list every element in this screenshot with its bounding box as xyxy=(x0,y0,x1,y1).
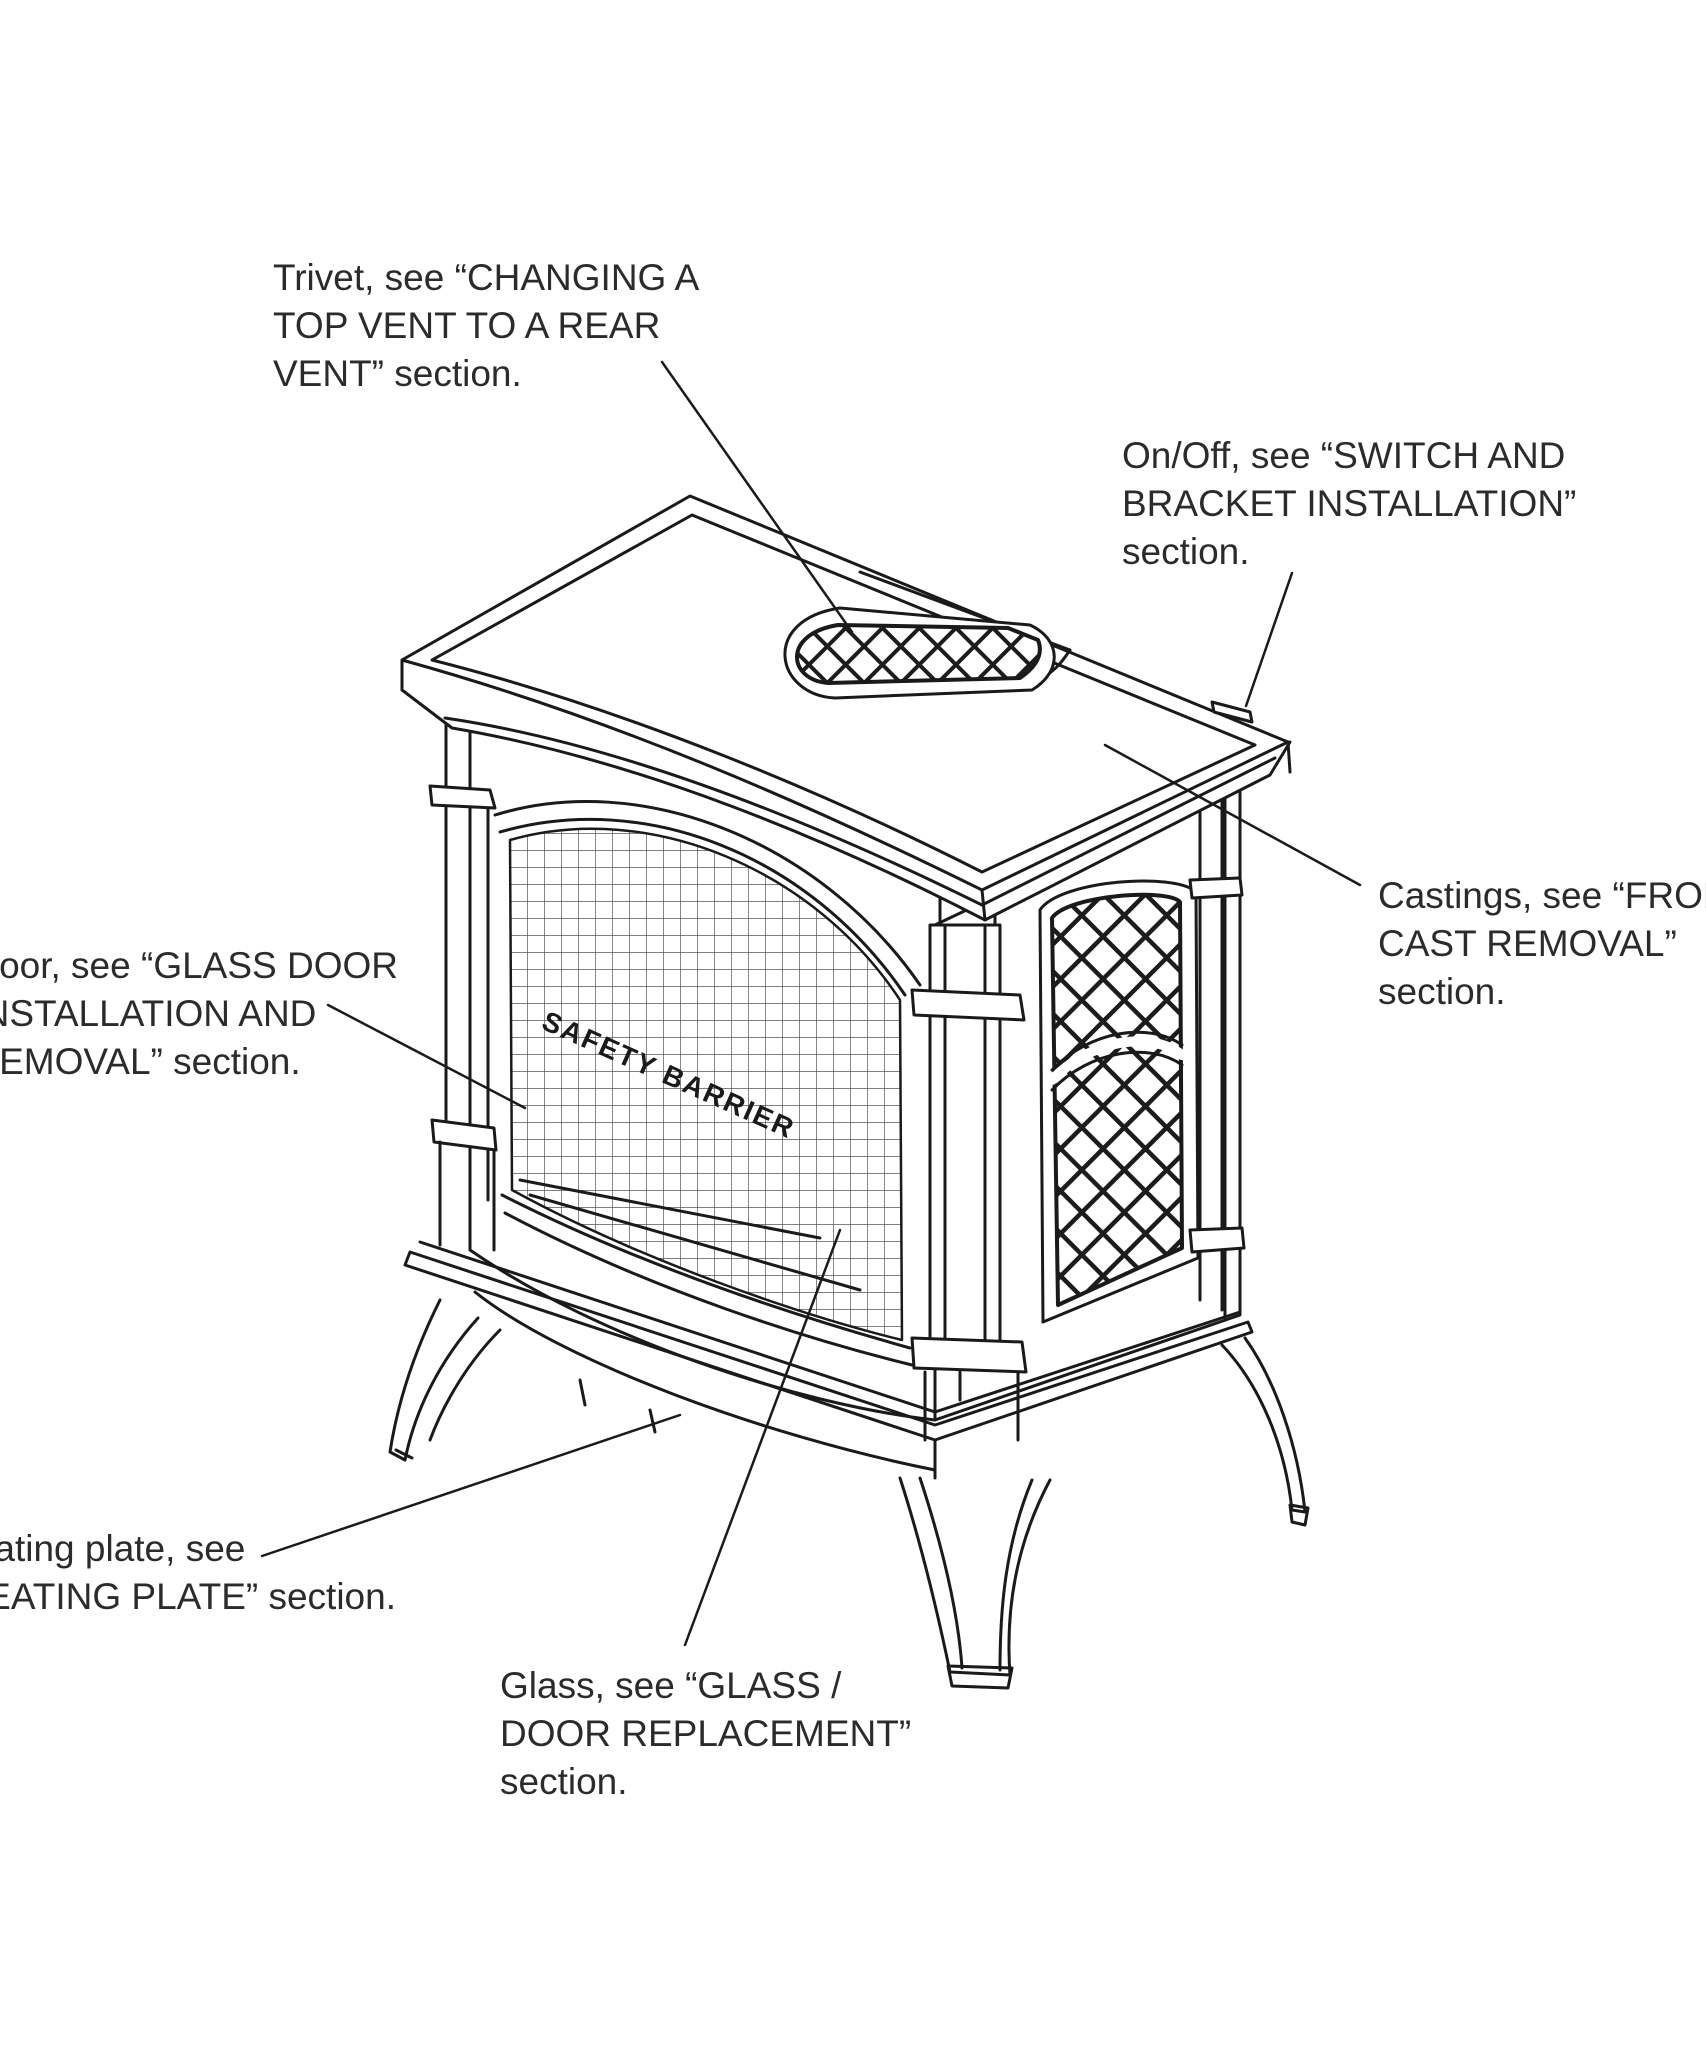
callout-onoff-line-1: On/Off, see “SWITCH AND xyxy=(1122,435,1566,476)
side-lattice-window xyxy=(1038,879,1200,1324)
callout-castings-line-3: section. xyxy=(1378,971,1506,1012)
top-trivet-grate xyxy=(783,606,1056,700)
callout-castings-line-1: Castings, see “FRONT xyxy=(1378,875,1706,916)
leader-line-door xyxy=(326,1003,527,1110)
callout-heating-plate-line-2: “HEATING PLATE” section. xyxy=(0,1576,396,1617)
stove-leg-front-left xyxy=(388,1298,502,1462)
callout-onoff-line-2: BRACKET INSTALLATION” xyxy=(1122,483,1577,524)
leader-line-glass xyxy=(683,1228,842,1647)
callout-onoff-line-3: section. xyxy=(1122,531,1250,572)
callout-heating-plate-line-1: Heating plate, see xyxy=(0,1528,246,1569)
callout-onoff: On/Off, see “SWITCH AND BRACKET INSTALLA… xyxy=(1122,432,1576,576)
leader-line-plate xyxy=(260,1413,682,1558)
stove-column-right xyxy=(910,878,1028,1442)
callout-heating-plate: Heating plate, see “HEATING PLATE” secti… xyxy=(0,1525,396,1621)
stove-front-face xyxy=(468,778,937,1422)
callout-door: Door, see “GLASS DOOR INSTALLATION AND R… xyxy=(0,942,398,1086)
safety-barrier-mesh xyxy=(508,827,904,1342)
callout-trivet-line-3: VENT” section. xyxy=(273,353,522,394)
stove-leg-back-right xyxy=(1220,1336,1310,1527)
callout-glass-line-2: DOOR REPLACEMENT” xyxy=(500,1713,912,1754)
leader-line-trivet xyxy=(660,360,854,634)
stove-column-rear xyxy=(1188,796,1246,1312)
callout-glass: Glass, see “GLASS / DOOR REPLACEMENT” se… xyxy=(500,1662,911,1806)
callout-door-line-3: REMOVAL” section. xyxy=(0,1041,301,1082)
leader-line-castings xyxy=(1103,743,1362,887)
callout-trivet-line-2: TOP VENT TO A REAR xyxy=(273,305,661,346)
callout-door-line-2: INSTALLATION AND xyxy=(0,993,317,1034)
callout-glass-line-1: Glass, see “GLASS / xyxy=(500,1665,842,1706)
callout-castings-line-2: CAST REMOVAL” xyxy=(1378,923,1677,964)
callout-trivet-line-1: Trivet, see “CHANGING A xyxy=(273,257,700,298)
leader-line-onoff xyxy=(1244,571,1294,708)
callout-castings: Castings, see “FRONT CAST REMOVAL” secti… xyxy=(1378,872,1706,1016)
stove-column-left xyxy=(428,718,498,1252)
stove-leg-front-right xyxy=(898,1476,1052,1690)
callout-glass-line-3: section. xyxy=(500,1761,628,1802)
callout-trivet: Trivet, see “CHANGING A TOP VENT TO A RE… xyxy=(273,254,699,398)
callout-door-line-1: Door, see “GLASS DOOR xyxy=(0,945,398,986)
